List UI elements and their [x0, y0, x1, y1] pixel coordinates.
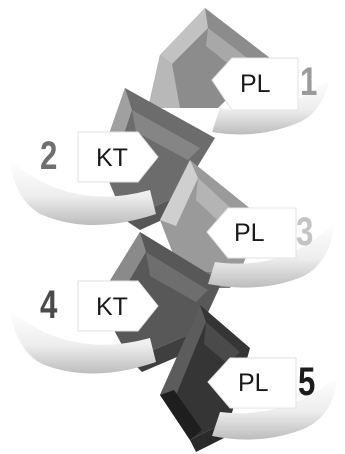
- step-3-number: 3: [296, 212, 313, 252]
- step-5-label: PL: [238, 371, 269, 396]
- step-1-number: 1: [300, 62, 317, 102]
- step-4-number: 4: [40, 285, 57, 325]
- callout-3: [207, 208, 335, 288]
- step-1-label: PL: [240, 72, 271, 97]
- callout-5: [208, 358, 338, 440]
- callout-4: [10, 281, 158, 374]
- step-5-number: 5: [298, 362, 315, 402]
- step-2-number: 2: [40, 136, 57, 176]
- step-3-label: PL: [234, 221, 265, 246]
- callout-2: [10, 132, 158, 225]
- step-4-label: KT: [96, 295, 128, 320]
- step-2-label: KT: [96, 146, 128, 171]
